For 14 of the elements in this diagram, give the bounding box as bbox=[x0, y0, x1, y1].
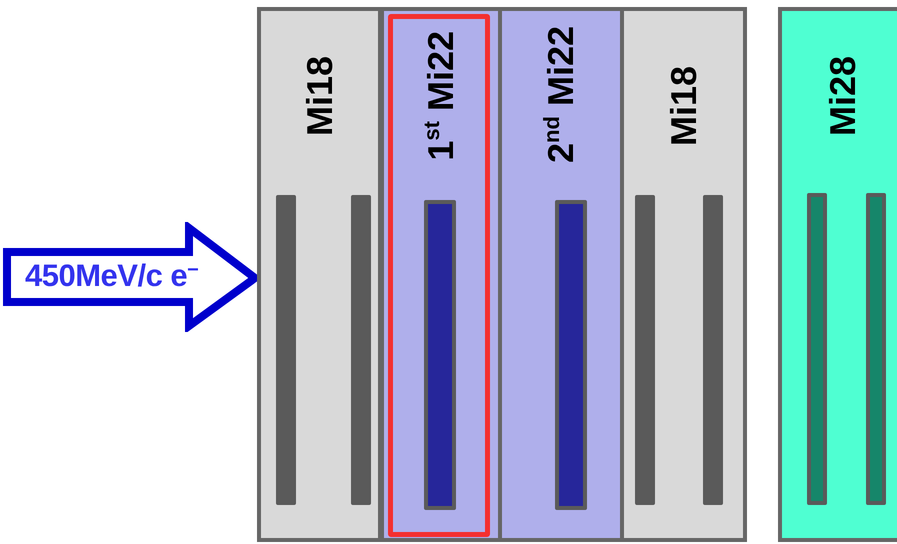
mi18-plane bbox=[257, 7, 382, 542]
sensor-bar bbox=[276, 195, 296, 505]
sensor-bar bbox=[703, 195, 723, 505]
mi28-plane bbox=[778, 7, 897, 542]
beam-label: 450MeV/c e$^{−}$ bbox=[25, 258, 198, 294]
plane-label: Mi18 bbox=[666, 66, 702, 146]
plane-label: Mi18 bbox=[302, 56, 338, 136]
sensor-bar bbox=[807, 193, 827, 505]
sensor-bar bbox=[555, 200, 587, 510]
sensor-bar bbox=[866, 193, 886, 505]
sensor-bar bbox=[424, 200, 456, 510]
plane-label: Mi28 bbox=[825, 56, 861, 136]
sensor-bar bbox=[351, 195, 371, 505]
sensor-bar bbox=[635, 195, 655, 505]
